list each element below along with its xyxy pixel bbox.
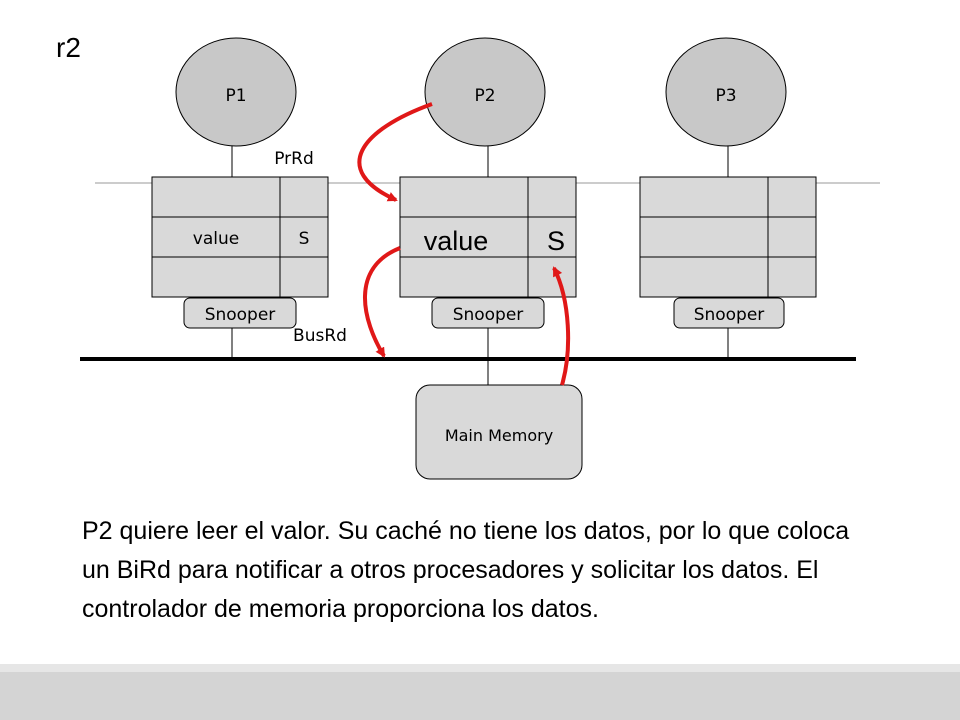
caption: P2 quiere leer el valor. Su caché no tie… — [82, 517, 850, 623]
footer-divider — [0, 664, 960, 672]
processor-p1-node — [175, 37, 297, 147]
processor-p3: P3 Snooper — [639, 37, 817, 359]
cache-p2-value: value — [424, 226, 489, 256]
cache-p2: value S — [399, 176, 577, 298]
snooper-p3-label: Snooper — [694, 305, 765, 325]
prrd-annotation: PrRd — [274, 149, 314, 169]
main-memory-box — [415, 384, 583, 480]
snooper-p3-box — [673, 297, 785, 329]
processor-p2-label: P2 — [474, 86, 495, 106]
cache-p1-state: S — [299, 229, 310, 249]
processor-p1: P1 value S Snooper — [151, 37, 329, 359]
snooper-p2-label: Snooper — [453, 305, 524, 325]
cache-p1-value: value — [193, 229, 239, 249]
cache-p3 — [639, 176, 817, 298]
slide-label: r2 — [56, 32, 81, 63]
prrd-arrow — [357, 102, 433, 202]
processor-p1-label: P1 — [225, 86, 246, 106]
processor-p3-node — [665, 37, 787, 147]
processor-p2-node — [424, 37, 546, 147]
snooper-p1-label: Snooper — [205, 305, 276, 325]
cache-p1: value S — [151, 176, 329, 298]
main-memory-label: Main Memory — [445, 426, 553, 445]
cache-p2-state: S — [547, 226, 565, 256]
processor-p3-label: P3 — [715, 86, 736, 106]
busrd-annotation: BusRd — [293, 326, 347, 346]
processor-p2: P2 value S Snooper — [399, 37, 577, 359]
memory-data-arrow — [552, 266, 571, 386]
snooper-p1-box — [183, 297, 297, 329]
footer-bar — [0, 664, 960, 720]
busrd-arrow — [363, 246, 401, 358]
